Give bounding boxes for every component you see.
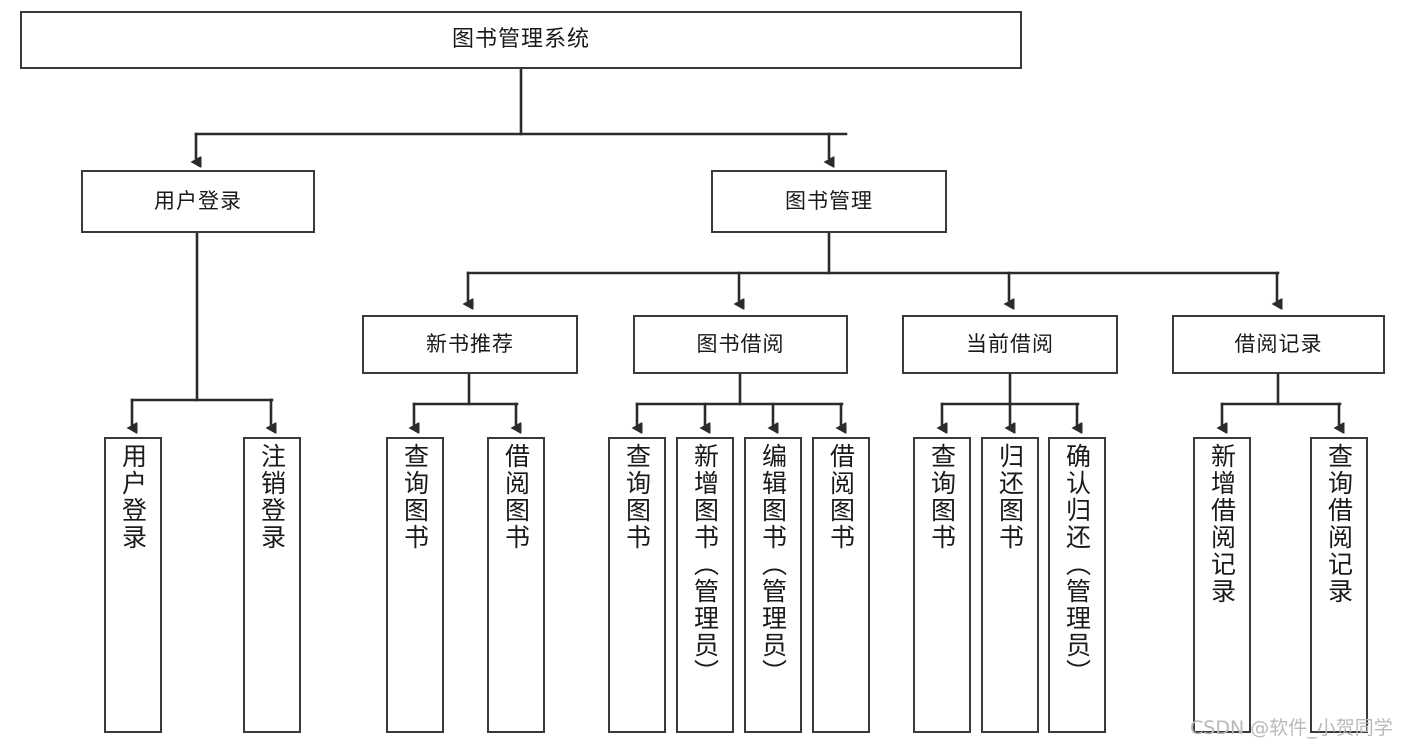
node-label: 图书管理	[785, 189, 873, 214]
node-label: 查询图书	[400, 443, 430, 551]
node-label: 注销登录	[257, 443, 287, 551]
node-label: 查询图书	[622, 443, 652, 551]
node-label: 新书推荐	[426, 332, 514, 357]
leaf-user-login-login[interactable]: 用户登录	[104, 437, 162, 733]
node-current-borrow[interactable]: 当前借阅	[902, 315, 1118, 374]
node-label: 查询图书	[927, 443, 957, 551]
leaf-current-borrow-confirm-return-admin[interactable]: 确认归还（管理员）	[1048, 437, 1106, 733]
node-book-borrow[interactable]: 图书借阅	[633, 315, 848, 374]
leaf-user-login-logout[interactable]: 注销登录	[243, 437, 301, 733]
leaf-book-borrow-edit-book-admin[interactable]: 编辑图书（管理员）	[744, 437, 802, 733]
node-label: 确认归还（管理员）	[1062, 443, 1092, 686]
node-book-management[interactable]: 图书管理	[711, 170, 947, 233]
node-label: 图书管理系统	[451, 27, 590, 53]
watermark-text: CSDN @软件_小贺同学	[1190, 717, 1393, 739]
leaf-current-borrow-return-book[interactable]: 归还图书	[981, 437, 1039, 733]
leaf-new-book-borrow-book[interactable]: 借阅图书	[487, 437, 545, 733]
node-borrow-record[interactable]: 借阅记录	[1172, 315, 1385, 374]
node-label: 用户登录	[154, 189, 242, 214]
node-label: 借阅图书	[826, 443, 856, 551]
node-new-book-recommend[interactable]: 新书推荐	[362, 315, 578, 374]
node-label: 当前借阅	[966, 332, 1054, 357]
leaf-book-borrow-borrow-book[interactable]: 借阅图书	[812, 437, 870, 733]
leaf-book-borrow-query-book[interactable]: 查询图书	[608, 437, 666, 733]
node-label: 图书借阅	[696, 332, 785, 357]
node-label: 借阅图书	[501, 443, 531, 551]
leaf-borrow-record-query-record[interactable]: 查询借阅记录	[1310, 437, 1368, 733]
node-label: 归还图书	[995, 443, 1025, 551]
node-user-login[interactable]: 用户登录	[81, 170, 315, 233]
node-label: 新增借阅记录	[1207, 443, 1237, 605]
node-label: 查询借阅记录	[1324, 443, 1354, 605]
node-label: 编辑图书（管理员）	[758, 443, 788, 686]
node-label: 新增图书（管理员）	[690, 443, 720, 686]
node-label: 借阅记录	[1234, 332, 1323, 357]
leaf-current-borrow-query-book[interactable]: 查询图书	[913, 437, 971, 733]
node-label: 用户登录	[118, 443, 148, 551]
leaf-new-book-query-book[interactable]: 查询图书	[386, 437, 444, 733]
leaf-borrow-record-add-record[interactable]: 新增借阅记录	[1193, 437, 1251, 733]
node-root-book-management-system[interactable]: 图书管理系统	[20, 11, 1022, 69]
leaf-book-borrow-add-book-admin[interactable]: 新增图书（管理员）	[676, 437, 734, 733]
